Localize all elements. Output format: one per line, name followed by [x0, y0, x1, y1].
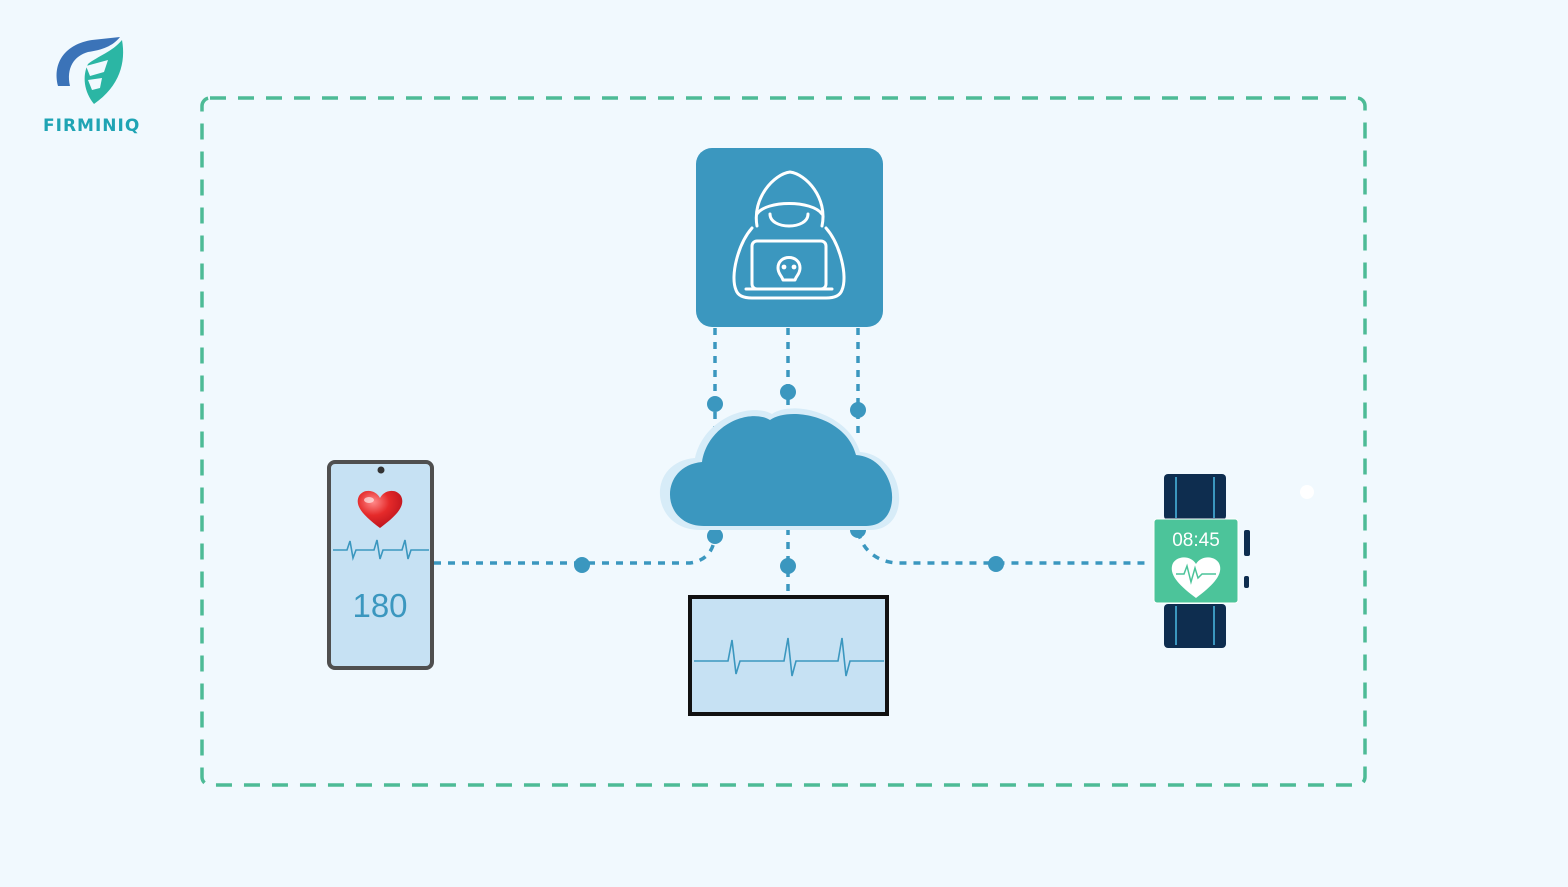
- firminiq-logo-icon: [56, 37, 124, 104]
- link-node: [988, 556, 1004, 572]
- smartwatch-device: [1153, 474, 1250, 648]
- cloud-node: [659, 408, 900, 530]
- phone-cloud-link: [434, 536, 717, 565]
- watch-band-top: [1164, 474, 1226, 520]
- brand-name: FIRMINIQ: [43, 116, 141, 136]
- phone-ecg-line: [333, 539, 429, 562]
- watch-crown: [1244, 530, 1250, 556]
- ecg-waveform-icon: [694, 637, 884, 677]
- watch-button: [1244, 576, 1249, 588]
- decorative-dot: [1300, 485, 1314, 499]
- heart-ecg-icon: [1171, 557, 1221, 598]
- watch-band-bottom: [1164, 604, 1226, 648]
- phone-heart-rate-reading: 180: [352, 587, 407, 624]
- phone-camera: [377, 466, 385, 474]
- cloud-icon: [669, 413, 893, 526]
- link-node: [850, 402, 866, 418]
- link-node: [780, 558, 796, 574]
- hooded-hacker-with-skull-laptop-icon: [732, 170, 846, 300]
- link-node: [574, 557, 590, 573]
- link-node: [707, 528, 723, 544]
- link-node: [707, 396, 723, 412]
- attacker-node: [696, 148, 883, 327]
- link-node: [780, 384, 796, 400]
- cloud-watch-link: [856, 531, 1150, 565]
- monitor-device: [688, 595, 889, 716]
- system-boundary-frame: [200, 96, 1367, 787]
- phone-device: [327, 460, 434, 670]
- watch-time-display: 08:45: [1172, 530, 1220, 551]
